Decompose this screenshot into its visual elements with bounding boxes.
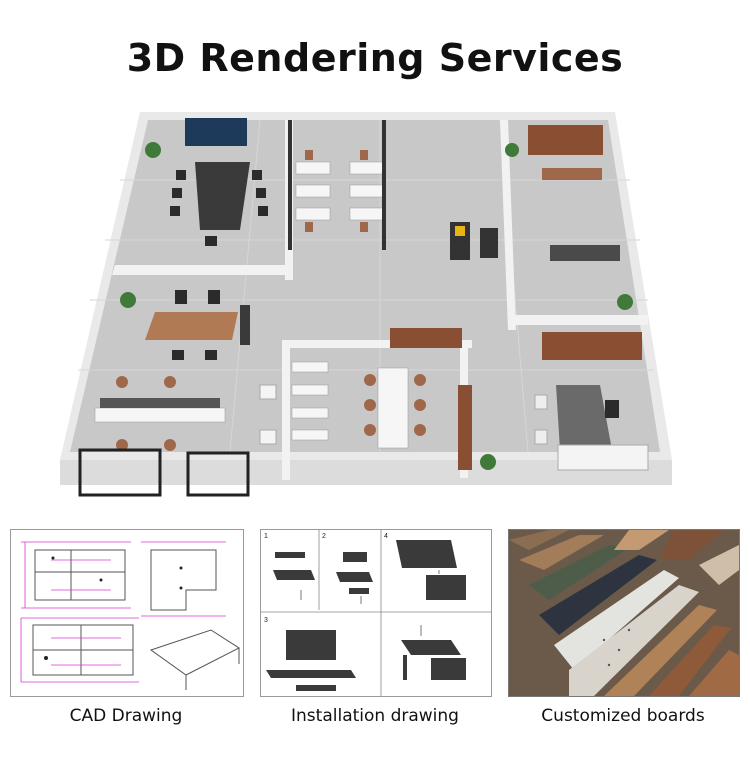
svg-text:1: 1	[264, 533, 268, 540]
cad-drawing-image	[20, 541, 241, 690]
bookshelf	[528, 125, 603, 155]
svg-text:2: 2	[322, 533, 326, 540]
reception-desk	[556, 385, 612, 450]
caption-installation-drawing: Installation drawing	[291, 706, 459, 726]
page-title: 3D Rendering Services	[126, 36, 624, 80]
caption-customized-boards: Customized boards	[541, 706, 705, 726]
cad-drawing-panel	[10, 529, 244, 697]
cabinet	[542, 332, 642, 360]
svg-text:4: 4	[384, 533, 388, 540]
svg-text:3: 3	[264, 617, 268, 624]
meeting-table	[195, 162, 250, 230]
office-floor-plan-rendering	[60, 100, 690, 510]
board-samples-image	[509, 530, 739, 696]
installation-drawing-panel: 1 2 4 3	[260, 529, 492, 697]
wall-screen	[185, 118, 247, 146]
wood-table	[145, 312, 238, 340]
installation-drawing-image: 1 2 4 3	[261, 530, 491, 696]
board-samples-panel	[508, 529, 740, 697]
partition-wall	[112, 265, 285, 275]
caption-cad-drawing: CAD Drawing	[69, 706, 183, 726]
floor-edge	[60, 460, 672, 485]
